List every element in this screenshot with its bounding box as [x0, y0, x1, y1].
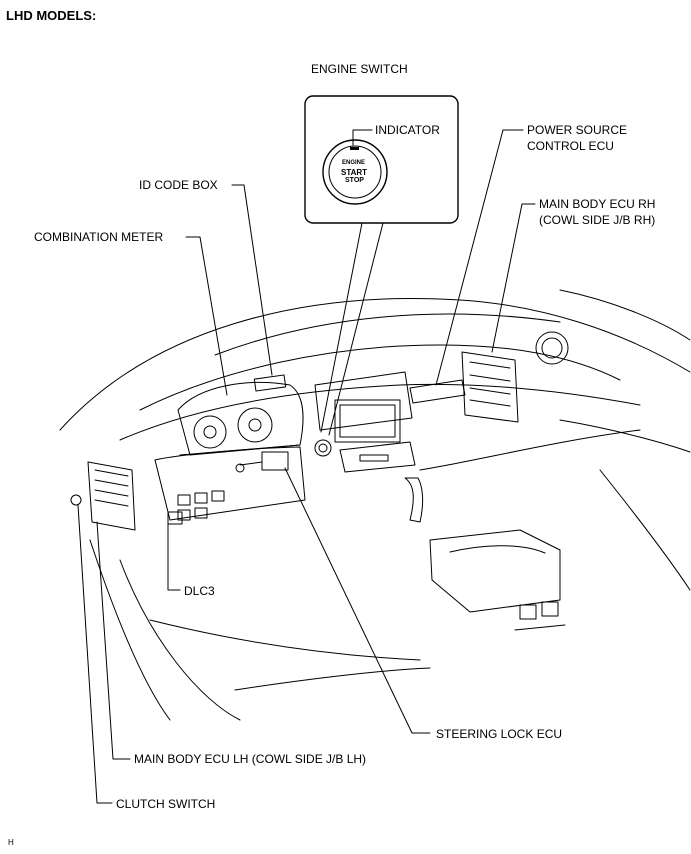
gear-shift	[404, 477, 424, 523]
id-code-box	[253, 374, 287, 392]
right-side-line	[559, 419, 691, 453]
engine-switch-inset-box	[304, 95, 459, 224]
leader-main-body-lh	[96, 521, 131, 760]
dash-front-edge	[119, 383, 641, 441]
left-door-line	[89, 539, 171, 721]
floor-line-3	[149, 619, 421, 661]
label-steering-lock-ecu: STEERING LOCK ECU	[436, 727, 563, 741]
steering-lock-ecu-shape	[261, 451, 289, 471]
label-combination-meter: COMBINATION METER	[34, 230, 164, 244]
right-door-line	[599, 469, 691, 591]
rear-vent-left	[519, 604, 537, 620]
button-text-start: START	[341, 168, 368, 177]
leader-main-body-rh	[491, 203, 536, 353]
lower-left-panel	[154, 446, 306, 521]
label-main-body-rh-line1: MAIN BODY ECU RH	[539, 197, 656, 211]
leader-combination-meter	[185, 236, 228, 396]
center-stack-lower	[339, 441, 416, 473]
floor-line-1	[119, 559, 241, 721]
right-vent	[535, 331, 569, 365]
inset-pointer-line-left	[320, 222, 363, 433]
leader-power-source	[435, 129, 524, 386]
label-main-body-lh: MAIN BODY ECU LH (COWL SIDE J/B LH)	[134, 752, 367, 766]
label-id-code-box: ID CODE BOX	[139, 178, 218, 192]
label-main-body-rh-line2: (COWL SIDE J/B RH)	[539, 213, 656, 227]
roof-inner-line	[214, 313, 561, 356]
speedometer	[193, 415, 227, 449]
tachometer	[237, 407, 273, 443]
label-power-source-line1: POWER SOURCE	[527, 123, 628, 137]
leader-indicator	[352, 129, 373, 146]
inset-title: ENGINE SWITCH	[311, 62, 408, 76]
leader-id-code-box	[231, 184, 273, 376]
indicator-lamp	[350, 147, 359, 150]
meter-hood	[177, 381, 304, 456]
label-clutch-switch: CLUTCH SWITCH	[116, 797, 216, 811]
footer-code: H	[8, 838, 14, 847]
dlc3-shape	[167, 511, 183, 525]
center-stack-upper	[314, 371, 413, 431]
dash-start-button	[314, 439, 332, 457]
center-console	[429, 529, 561, 613]
leader-clutch-switch	[77, 504, 113, 804]
main-body-ecu-lh-shape	[87, 461, 136, 531]
display-screen	[334, 399, 401, 443]
dash-top	[139, 344, 621, 411]
a-pillar-right	[559, 289, 691, 341]
label-dlc3: DLC3	[184, 584, 215, 598]
start-button-outer	[322, 139, 388, 205]
power-source-ecu-shape	[409, 379, 466, 404]
label-indicator: INDICATOR	[375, 123, 440, 137]
clutch-switch-shape	[70, 494, 82, 506]
label-power-source-line2: CONTROL ECU	[527, 139, 614, 153]
page-header: LHD MODELS:	[6, 8, 97, 23]
windshield-line	[59, 298, 691, 431]
main-body-ecu-rh-shape	[461, 351, 519, 423]
button-text-engine: ENGINE	[342, 160, 366, 166]
leader-steering-lock	[284, 467, 431, 734]
floor-line-2	[234, 667, 431, 691]
button-text-stop: STOP	[345, 177, 364, 184]
rear-vent-right	[541, 601, 559, 617]
leader-dlc3	[167, 519, 181, 591]
start-button-inner	[328, 145, 382, 199]
